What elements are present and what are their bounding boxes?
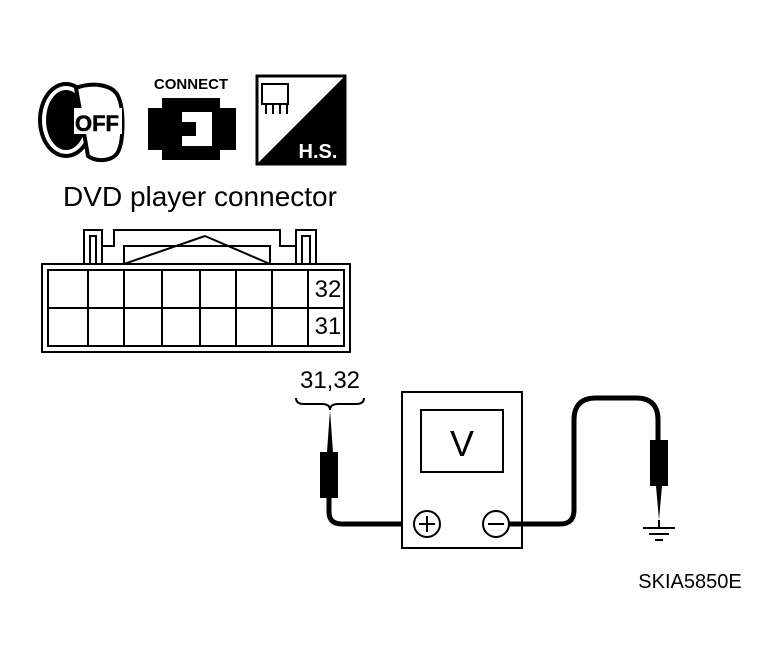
connect-label: CONNECT <box>154 76 228 93</box>
probe-pin-label: 31,32 <box>300 367 360 394</box>
ignition-key-off-icon: OFF <box>38 82 125 163</box>
positive-terminal-icon <box>413 510 441 538</box>
connector-title: DVD player connector <box>63 181 337 212</box>
positive-probe <box>320 410 414 527</box>
meter-display: V <box>450 423 474 464</box>
ignition-off-label: OFF <box>75 111 119 136</box>
voltmeter: V <box>401 391 523 549</box>
harness-side-label: H.S. <box>299 141 338 163</box>
ground-icon <box>643 520 675 541</box>
pin-31-label: 31 <box>315 313 342 340</box>
harness-side-icon: H.S. <box>255 74 347 166</box>
negative-probe <box>509 395 668 527</box>
negative-terminal-icon <box>482 510 510 538</box>
connector-connect-icon: CONNECT <box>148 76 236 160</box>
figure-id: SKIA5850E <box>638 571 741 593</box>
dvd-player-connector <box>41 229 351 353</box>
pin-32-label: 32 <box>315 276 342 303</box>
probe-brace <box>295 397 365 411</box>
